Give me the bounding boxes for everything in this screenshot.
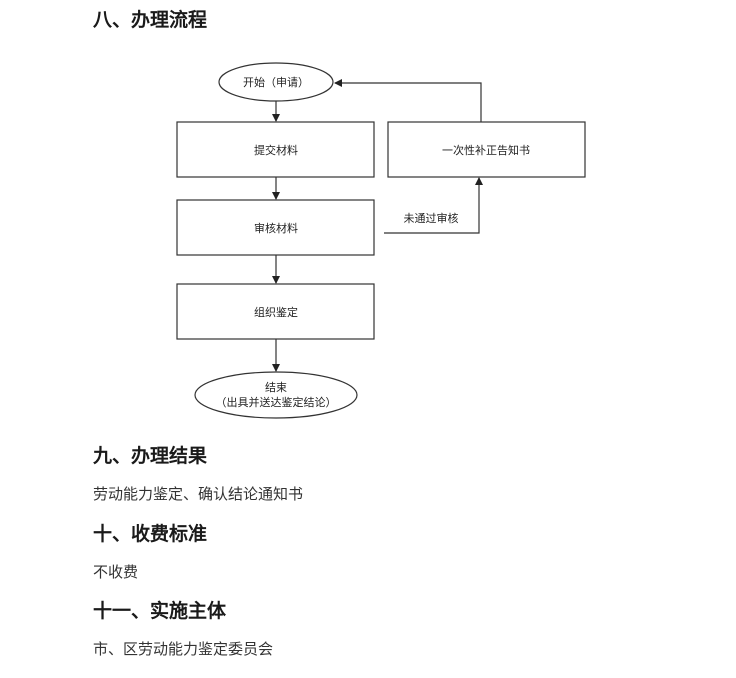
flow-arrow-review-notify [384, 177, 483, 234]
section-body-result: 劳动能力鉴定、确认结论通知书 [93, 485, 304, 503]
flow-submit-label: 提交材料 [254, 143, 298, 157]
section-body-subject: 市、区劳动能力鉴定委员会 [93, 640, 274, 658]
flow-start-label: 开始（申请） [243, 75, 309, 89]
flow-end-node [194, 371, 358, 419]
flow-end-label-line1: 结束 [265, 381, 287, 394]
section-title-subject: 十一、实施主体 [93, 600, 227, 622]
flow-rejected-label: 未通过审核 [404, 211, 459, 225]
flow-notify-label: 一次性补正告知书 [442, 143, 530, 157]
section-title-result: 九、办理结果 [93, 445, 208, 467]
flow-review-label: 审核材料 [254, 221, 298, 235]
flow-review-node [176, 199, 375, 256]
flow-notify-node [387, 121, 586, 178]
section-title-process: 八、办理流程 [93, 9, 208, 31]
section-body-fee: 不收费 [93, 563, 139, 581]
flow-appraise-node [176, 283, 375, 340]
flow-submit-node [176, 121, 375, 178]
flow-arrow-notify-start [334, 79, 482, 122]
section-title-fee: 十、收费标准 [93, 523, 208, 545]
flow-appraise-label: 组织鉴定 [254, 305, 298, 319]
flow-end-label-line2: （出具并送达鉴定结论） [216, 395, 337, 409]
process-flowchart: 开始（申请） 提交材料 审核材料 组织鉴定 结束 （出具并送达鉴定结论） 一次性… [176, 62, 586, 419]
